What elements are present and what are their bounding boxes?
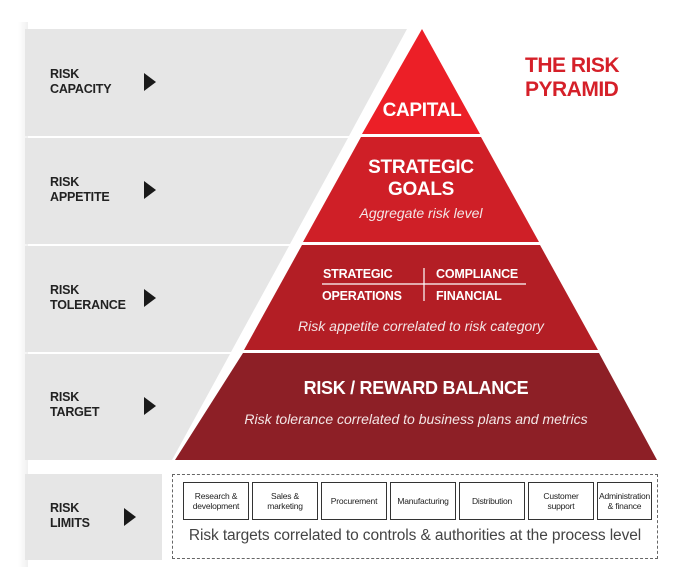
process-box-manufacturing: Manufacturing: [390, 482, 456, 520]
category-strategic: STRATEGIC: [323, 267, 393, 281]
process-label: Distribution: [471, 496, 513, 506]
limits-footer-text: Risk targets correlated to controls & au…: [188, 527, 642, 544]
process-box-distribution: Distribution: [459, 482, 525, 520]
process-limits-box: [172, 474, 658, 559]
strategic-goals-subtitle: Aggregate risk level: [359, 205, 483, 221]
band-label-line: RISK: [50, 283, 80, 297]
triangle-right-icon: [144, 289, 156, 307]
band-tolerance-bg: [25, 246, 289, 352]
strategic-goals-heading-line2: GOALS: [387, 179, 455, 200]
band-label-line: LIMITS: [50, 516, 90, 530]
band-label-line: TOLERANCE: [50, 298, 126, 312]
process-label: Sales &: [271, 491, 299, 501]
process-box-procurement: Procurement: [321, 482, 387, 520]
band-label-appetite: RISK APPETITE: [50, 175, 110, 205]
band-label-limits: RISK LIMITS: [50, 501, 90, 531]
band-label-target: RISK TARGET: [50, 390, 99, 420]
balance-subtitle: Risk tolerance correlated to business pl…: [244, 411, 588, 427]
strategic-goals-heading-line1: STRATEGIC: [368, 157, 474, 178]
band-label-capacity: RISK CAPACITY: [50, 67, 112, 97]
category-compliance: COMPLIANCE: [436, 267, 519, 281]
band-label-line: TARGET: [50, 405, 100, 419]
process-label: marketing: [267, 501, 303, 511]
category-financial: FINANCIAL: [436, 289, 502, 303]
band-limits-bg: [25, 474, 162, 560]
band-capacity-bg: [25, 29, 407, 136]
pyramid-layer-strategic-goals: [303, 137, 539, 242]
process-label: development: [192, 501, 240, 511]
process-label: Customer: [543, 491, 579, 501]
band-label-tolerance: RISK TOLERANCE: [50, 283, 126, 313]
process-label: Procurement: [330, 496, 378, 506]
band-target-bg: [25, 354, 230, 460]
title-line: THE RISK: [525, 54, 620, 77]
capital-heading: CAPITAL: [382, 100, 462, 121]
process-box-research: Research &development: [183, 482, 249, 520]
triangle-right-icon: [144, 181, 156, 199]
band-label-line: CAPACITY: [50, 82, 112, 96]
band-label-line: RISK: [50, 175, 80, 189]
process-label: Manufacturing: [397, 496, 449, 506]
title-line: PYRAMID: [525, 78, 619, 101]
categories-subtitle: Risk appetite correlated to risk categor…: [298, 318, 544, 334]
pyramid-layer-categories: [244, 245, 598, 350]
left-shadow: [18, 22, 28, 567]
process-label: Administration: [598, 491, 651, 501]
strategic-goals-block: STRATEGIC GOALS Aggregate risk level: [303, 157, 539, 221]
balance-heading: RISK / REWARD BALANCE: [303, 378, 529, 398]
band-label-line: RISK: [50, 67, 80, 81]
process-box-administration: Administration& finance: [597, 482, 652, 520]
band-label-line: RISK: [50, 501, 80, 515]
diagram-title: THE RISK PYRAMID: [525, 54, 635, 102]
process-label: & finance: [607, 501, 642, 511]
triangle-right-icon: [144, 397, 156, 415]
triangle-right-icon: [124, 508, 136, 526]
band-appetite-bg: [25, 138, 348, 244]
process-box-sales: Sales &marketing: [252, 482, 318, 520]
process-label: support: [547, 501, 575, 511]
band-label-line: APPETITE: [50, 190, 110, 204]
category-operations: OPERATIONS: [322, 289, 402, 303]
process-label: Research &: [194, 491, 238, 501]
triangle-right-icon: [144, 73, 156, 91]
pyramid-layer-capital: [362, 29, 480, 134]
pyramid-layer-balance: [175, 353, 657, 460]
band-label-line: RISK: [50, 390, 80, 404]
